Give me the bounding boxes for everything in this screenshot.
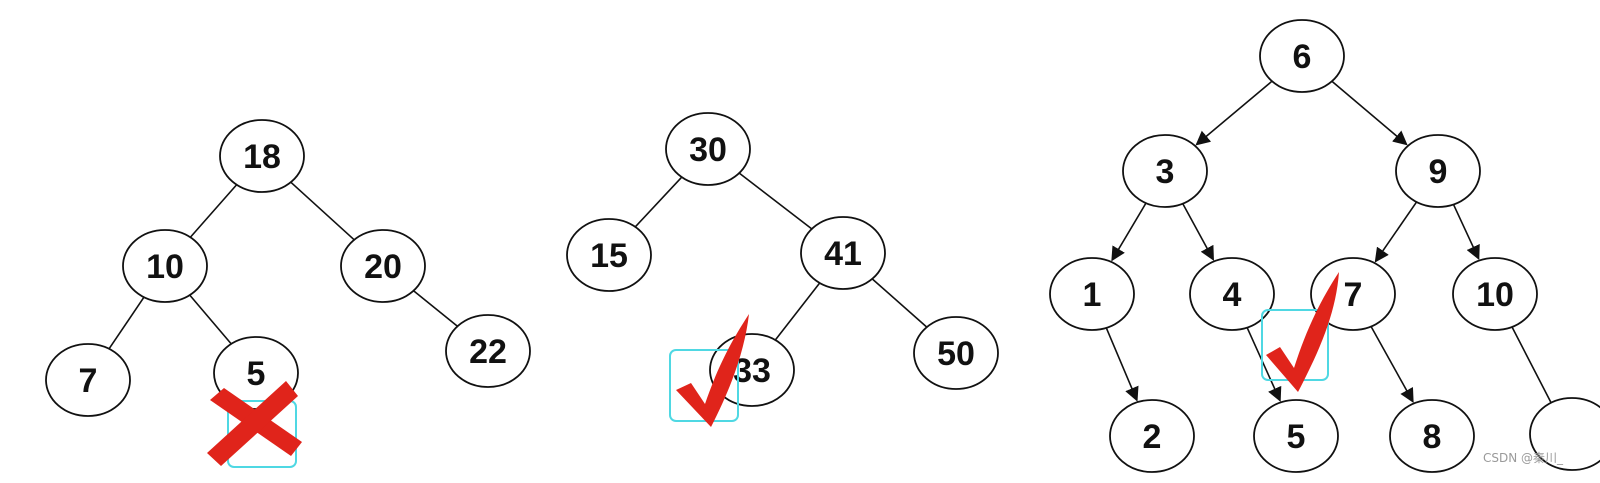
tree-edge bbox=[188, 293, 233, 346]
node-circle bbox=[340, 229, 426, 303]
tree-node: 41 bbox=[800, 216, 886, 290]
node-circle bbox=[122, 229, 208, 303]
node-label: 9 bbox=[1429, 153, 1448, 191]
cross-stroke-b bbox=[207, 381, 298, 466]
tree-edge bbox=[289, 181, 356, 241]
tree-edge bbox=[107, 296, 146, 350]
node-circle bbox=[1259, 19, 1345, 93]
node-label: 10 bbox=[146, 248, 184, 286]
tree-node: 22 bbox=[445, 314, 531, 388]
node-label: 20 bbox=[364, 248, 402, 286]
tree-node: 15 bbox=[566, 218, 652, 292]
node-label: 7 bbox=[1344, 276, 1363, 314]
tree-edge bbox=[1370, 325, 1414, 404]
node-circle bbox=[1189, 257, 1275, 331]
node-circle bbox=[45, 343, 131, 417]
node-circle bbox=[1122, 134, 1208, 208]
check-mark bbox=[669, 314, 749, 427]
tree-invalid: 18 10 20 7 5 22 bbox=[45, 119, 531, 417]
tree-node: 7 bbox=[45, 343, 131, 417]
tree-edge bbox=[1452, 203, 1480, 261]
tree-edge bbox=[189, 183, 238, 239]
tree-edge bbox=[871, 277, 928, 329]
node-circle bbox=[1389, 399, 1475, 473]
node-label: 8 bbox=[1423, 418, 1442, 456]
cross-mark bbox=[207, 381, 302, 468]
tree-node: 50 bbox=[913, 316, 999, 390]
tree-edge bbox=[1181, 202, 1214, 261]
node-label: 7 bbox=[79, 362, 98, 400]
node-label: 5 bbox=[1287, 418, 1306, 456]
node-circle-clipped bbox=[1529, 397, 1600, 471]
tree-node: 10 bbox=[1452, 257, 1538, 331]
tree-node: 20 bbox=[340, 229, 426, 303]
tree-node: 6 bbox=[1259, 19, 1345, 93]
tree-node: 1 bbox=[1049, 257, 1135, 331]
node-label: 30 bbox=[689, 131, 727, 169]
node-circle bbox=[1452, 257, 1538, 331]
tree-node: 8 bbox=[1389, 399, 1475, 473]
check-mark bbox=[1261, 272, 1339, 392]
tree-node: 2 bbox=[1109, 399, 1195, 473]
node-circle bbox=[800, 216, 886, 290]
tree-edge bbox=[1330, 80, 1408, 146]
tree-node: 7 bbox=[1310, 257, 1396, 331]
tree-edge bbox=[1374, 200, 1418, 263]
node-label: 10 bbox=[1476, 276, 1514, 314]
tree-edge bbox=[634, 175, 683, 229]
node-circle bbox=[1253, 399, 1339, 473]
tree-node: 4 bbox=[1189, 257, 1275, 331]
node-label: 3 bbox=[1156, 153, 1175, 191]
check-stroke bbox=[1266, 272, 1339, 392]
node-circle bbox=[566, 218, 652, 292]
node-circle bbox=[445, 314, 531, 388]
node-circle bbox=[1395, 134, 1481, 208]
tree-edge bbox=[738, 171, 813, 231]
node-label: 6 bbox=[1293, 38, 1312, 76]
check-stroke bbox=[676, 314, 749, 427]
node-label: 41 bbox=[824, 235, 862, 273]
node-circle bbox=[665, 112, 751, 186]
node-circle bbox=[1310, 257, 1396, 331]
tree-edge bbox=[1195, 80, 1274, 146]
tree-edge bbox=[412, 289, 459, 328]
tree-edge bbox=[1111, 202, 1148, 262]
tree-node: 10 bbox=[122, 229, 208, 303]
tree-node: 5 bbox=[1253, 399, 1339, 473]
watermark-text: CSDN @秦川_ bbox=[1483, 451, 1564, 465]
tree-edge bbox=[1246, 326, 1282, 402]
tree-valid-arrows: 6 3 9 1 4 7 10 2 5 8 bbox=[1049, 19, 1600, 473]
node-label: 1 bbox=[1083, 276, 1102, 314]
node-label: 4 bbox=[1223, 276, 1242, 314]
node-label: 15 bbox=[590, 237, 628, 275]
node-circle bbox=[1049, 257, 1135, 331]
tree-edge bbox=[774, 281, 821, 342]
tree-node: 3 bbox=[1122, 134, 1208, 208]
node-circle bbox=[1109, 399, 1195, 473]
node-circle bbox=[913, 316, 999, 390]
tree-node: 30 bbox=[665, 112, 751, 186]
node-label: 5 bbox=[247, 355, 266, 393]
node-label: 22 bbox=[469, 333, 507, 371]
tree-edge bbox=[1105, 326, 1139, 402]
node-label: 18 bbox=[243, 138, 281, 176]
highlight-box bbox=[669, 349, 739, 422]
tree-node: 9 bbox=[1395, 134, 1481, 208]
node-circle bbox=[219, 119, 305, 193]
tree-node: 18 bbox=[219, 119, 305, 193]
node-label: 50 bbox=[937, 335, 975, 373]
node-label: 2 bbox=[1143, 418, 1162, 456]
